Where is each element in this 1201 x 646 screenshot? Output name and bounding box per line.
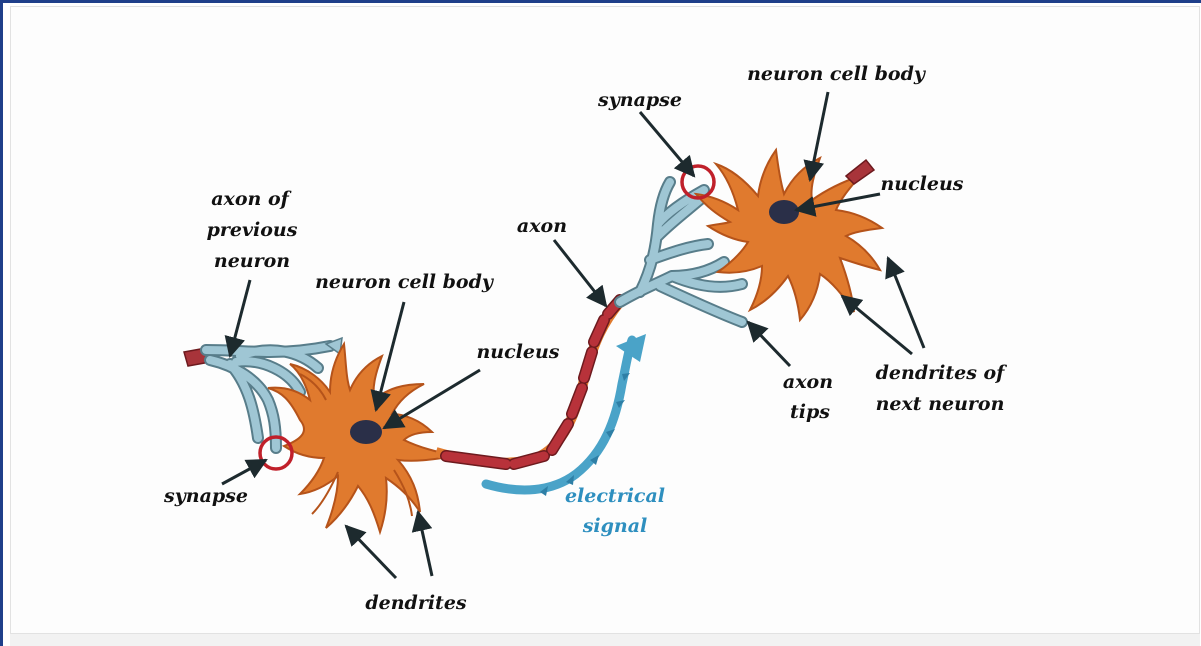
label-axon-previous-1: axon of [211, 188, 291, 210]
left-nucleus [350, 420, 382, 444]
right-neuron [696, 150, 882, 320]
label-nucleus-left: nucleus [476, 341, 559, 363]
label-axon-tips-1: axon [783, 371, 833, 393]
label-synapse-left: synapse [163, 485, 248, 507]
arrow-dendrites-next-2 [888, 258, 924, 348]
arrow-axon-tips [748, 322, 790, 366]
arrow-axon-previous [230, 280, 250, 356]
label-cell-body-right: neuron cell body [747, 63, 927, 85]
arrow-dendrites-left-1 [346, 526, 396, 578]
arrow-dendrites-next-1 [842, 296, 912, 354]
label-dendrites-next-2: next neuron [876, 393, 1005, 415]
label-dendrites-next-1: dendrites of [876, 362, 1008, 384]
label-synapse-right: synapse [597, 89, 682, 111]
label-axon-previous-3: neuron [214, 250, 290, 272]
arrow-synapse-right [640, 112, 694, 176]
axon-sheath [436, 300, 620, 464]
label-electrical: electrical [565, 485, 665, 507]
label-axon-tips-2: tips [790, 401, 830, 423]
arrow-synapse-left [222, 460, 266, 484]
label-cell-body-left: neuron cell body [315, 271, 495, 293]
arrow-dendrites-left-2 [418, 512, 432, 576]
label-axon: axon [517, 215, 567, 237]
arrow-cell-body-right [810, 92, 828, 180]
left-neuron [268, 344, 456, 532]
right-nucleus [769, 200, 799, 224]
label-dendrites-left: dendrites [365, 592, 467, 614]
label-nucleus-right: nucleus [880, 173, 963, 195]
label-signal: signal [582, 515, 648, 537]
arrow-axon [554, 240, 606, 306]
label-axon-previous-2: previous [207, 219, 298, 241]
labels: axon of previous neuron neuron cell body… [163, 63, 1007, 614]
